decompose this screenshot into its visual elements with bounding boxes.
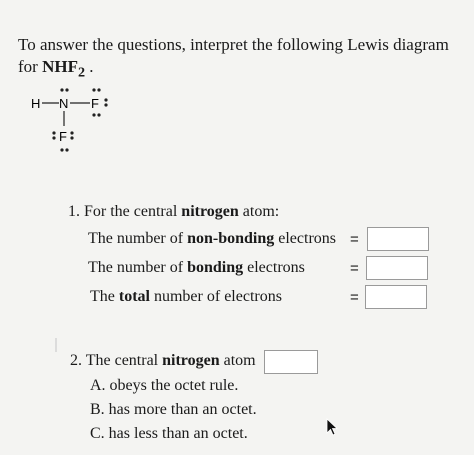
question-2-number: 2.: [70, 352, 82, 369]
row-suffix: electrons: [274, 230, 336, 247]
question-1-text: For the central: [84, 203, 182, 220]
question-1-number: 1.: [68, 203, 80, 220]
row-bold: total: [118, 288, 150, 305]
molecule-subscript: 2: [77, 64, 86, 81]
total-answer-box[interactable]: [365, 285, 427, 309]
intro-line-2: for NHF2 .: [18, 56, 449, 83]
intro-for: for: [18, 57, 43, 76]
lewis-atom-n: N: [59, 96, 68, 111]
divider: [55, 338, 57, 352]
lone-pair-dots: [52, 88, 108, 152]
question-1-suffix: atom:: [238, 203, 280, 220]
question-1-bold: nitrogen: [181, 203, 239, 220]
intro-period: .: [85, 57, 94, 76]
non-bonding-answer-box[interactable]: [367, 227, 429, 251]
row-non-bonding: The number of non-bonding electrons: [88, 230, 336, 248]
row-bold: non-bonding: [187, 230, 275, 247]
mouse-pointer-icon: [326, 418, 339, 436]
molecule-formula: NHF2: [42, 57, 85, 80]
question-2-heading: 2. The central nitrogen atom: [70, 352, 256, 370]
question-2-suffix: atom: [219, 352, 256, 369]
equals-sign: =: [350, 289, 359, 306]
bonding-answer-box[interactable]: [366, 256, 428, 280]
row-bold: bonding: [187, 259, 244, 276]
lewis-atom-f-bottom: F: [59, 129, 67, 144]
row-suffix: number of electrons: [149, 288, 282, 305]
question-2-bold: nitrogen: [162, 352, 220, 369]
option-c[interactable]: C. has less than an octet.: [90, 425, 248, 442]
row-label: The number of: [88, 259, 188, 276]
row-suffix: electrons: [243, 259, 305, 276]
equals-sign: =: [350, 231, 359, 248]
row-label: The number of: [88, 230, 188, 247]
question-2-answer-box[interactable]: [264, 350, 318, 374]
option-a[interactable]: A. obeys the octet rule.: [90, 377, 239, 394]
row-total: The total number of electrons: [90, 288, 282, 306]
lewis-diagram: H N F F: [31, 88, 108, 152]
intro-line-1: To answer the questions, interpret the f…: [18, 35, 449, 54]
question-2-text: The central: [85, 352, 163, 369]
molecule-name: NHF: [42, 57, 78, 76]
intro-text: To answer the questions, interpret the f…: [18, 34, 449, 83]
row-bonding: The number of bonding electrons: [88, 259, 305, 277]
row-label: The: [90, 288, 119, 305]
equals-sign: =: [350, 260, 359, 277]
lewis-atom-f-right: F: [91, 96, 99, 111]
question-1-heading: 1. For the central nitrogen atom:: [68, 203, 279, 221]
option-b[interactable]: B. has more than an octet.: [90, 401, 257, 418]
lewis-atom-h: H: [31, 96, 40, 111]
